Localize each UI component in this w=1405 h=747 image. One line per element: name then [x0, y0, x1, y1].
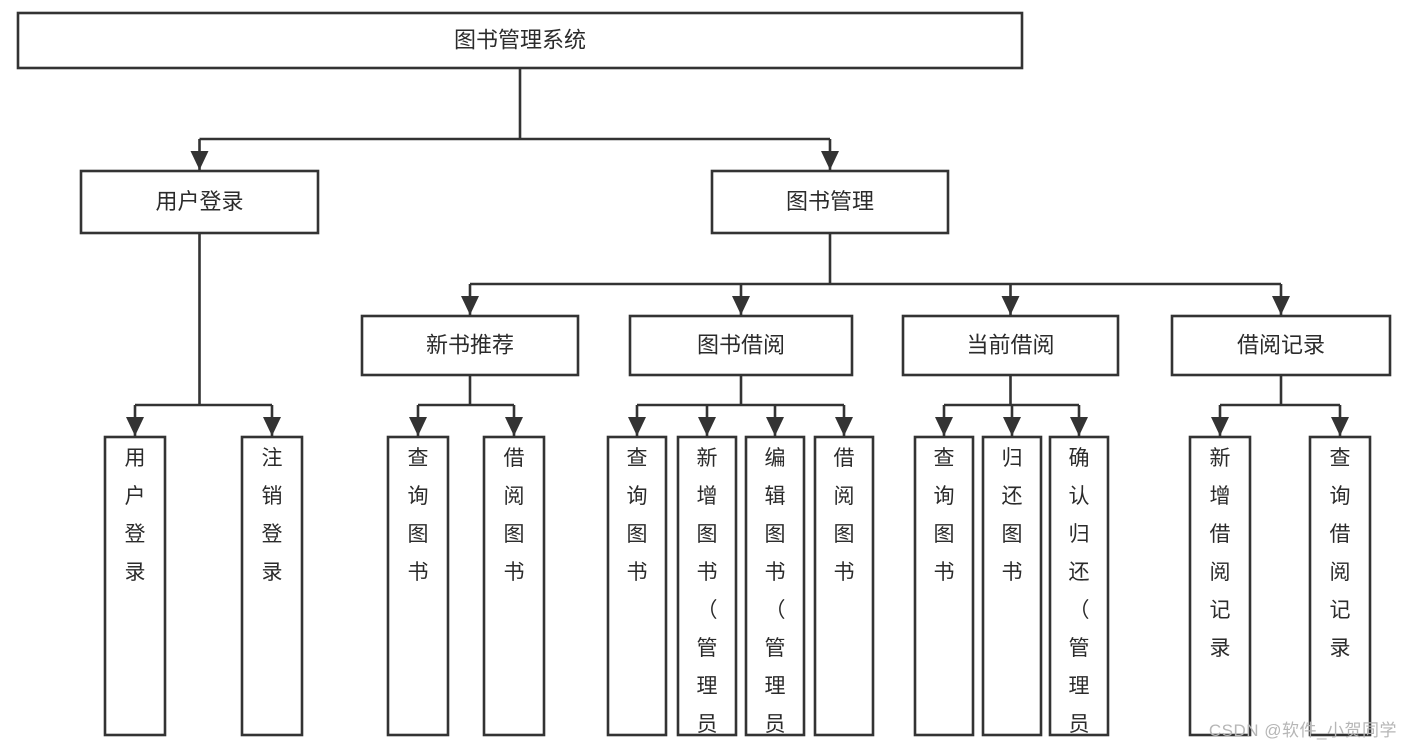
node-box-leaf-borrow-book-rec	[482, 435, 546, 737]
node-label-leaf-user-login: 用户登录	[125, 447, 146, 584]
node-leaf-query-book-cb[interactable]: 查询图书	[913, 435, 975, 737]
node-leaf-borrow-book-bw[interactable]: 借阅图书	[813, 435, 875, 737]
node-label-leaf-edit-book: 编辑图书（管理员）	[765, 447, 786, 747]
node-borrow-record[interactable]: 借阅记录	[1170, 314, 1392, 377]
node-box-new-book-rec	[360, 314, 580, 377]
nodes-layer: 图书管理系统用户登录图书管理新书推荐图书借阅当前借阅借阅记录用户登录注销登录查询…	[16, 11, 1392, 747]
edge-arrow	[1211, 417, 1229, 436]
node-leaf-query-book-rec[interactable]: 查询图书	[386, 435, 450, 737]
node-label-book-borrow: 图书借阅	[697, 332, 785, 357]
edge-group-new-book-rec	[409, 375, 523, 436]
node-box-current-borrow	[901, 314, 1120, 377]
node-leaf-user-login[interactable]: 用户登录	[103, 435, 167, 737]
node-box-leaf-edit-book	[744, 435, 806, 737]
node-root[interactable]: 图书管理系统	[16, 11, 1024, 70]
edge-group-book-manage	[461, 233, 1290, 315]
node-label-leaf-confirm-return: 确认归还（管理员）	[1069, 447, 1090, 747]
node-label-leaf-borrow-book-rec: 借阅图书	[504, 447, 525, 584]
edge-arrow	[1001, 296, 1020, 315]
edge-arrow	[263, 417, 281, 436]
edge-arrow	[628, 417, 646, 436]
node-label-leaf-query-book-rec: 查询图书	[408, 447, 429, 584]
node-book-borrow[interactable]: 图书借阅	[628, 314, 854, 377]
node-label-book-manage: 图书管理	[786, 189, 874, 214]
node-leaf-user-logout[interactable]: 注销登录	[240, 435, 304, 737]
node-box-user-login	[79, 169, 320, 235]
edges-layer	[126, 68, 1349, 436]
edge-group-root	[190, 68, 839, 170]
node-box-leaf-add-book	[676, 435, 738, 737]
node-label-root: 图书管理系统	[454, 27, 586, 52]
node-box-leaf-query-book-cb	[913, 435, 975, 737]
node-box-root	[16, 11, 1024, 70]
node-current-borrow[interactable]: 当前借阅	[901, 314, 1120, 377]
edge-arrow	[835, 417, 853, 436]
edge-arrow	[821, 151, 839, 170]
edge-arrow	[766, 417, 784, 436]
node-box-leaf-borrow-book-bw	[813, 435, 875, 737]
edge-arrow	[698, 417, 716, 436]
node-label-leaf-query-book-bw: 查询图书	[627, 447, 648, 584]
edge-group-book-borrow	[628, 375, 853, 436]
edge-arrow	[505, 417, 523, 436]
edge-arrow	[190, 151, 209, 170]
edge-arrow	[1070, 417, 1088, 436]
node-label-leaf-return-book: 归还图书	[1002, 447, 1023, 584]
edge-arrow	[1003, 417, 1021, 436]
node-leaf-query-book-bw[interactable]: 查询图书	[606, 435, 668, 737]
node-user-login[interactable]: 用户登录	[79, 169, 320, 235]
edge-arrow	[935, 417, 953, 436]
node-leaf-add-record[interactable]: 新增借阅记录	[1188, 435, 1252, 737]
node-box-leaf-user-logout	[240, 435, 304, 737]
node-box-book-manage	[710, 169, 950, 235]
node-label-leaf-query-record: 查询借阅记录	[1330, 447, 1351, 660]
edge-arrow	[732, 296, 750, 315]
node-box-leaf-user-login	[103, 435, 167, 737]
node-label-borrow-record: 借阅记录	[1237, 332, 1325, 357]
node-label-leaf-add-book: 新增图书（管理员）	[697, 447, 718, 747]
edge-arrow	[1272, 296, 1290, 315]
node-box-leaf-query-record	[1308, 435, 1372, 737]
node-label-leaf-query-book-cb: 查询图书	[934, 447, 955, 584]
node-leaf-return-book[interactable]: 归还图书	[981, 435, 1043, 737]
node-label-leaf-add-record: 新增借阅记录	[1210, 447, 1231, 660]
edge-group-borrow-record	[1211, 375, 1349, 436]
edge-arrow	[461, 296, 479, 315]
node-box-book-borrow	[628, 314, 854, 377]
node-box-leaf-add-record	[1188, 435, 1252, 737]
node-leaf-confirm-return[interactable]: 确认归还（管理员）	[1048, 435, 1110, 747]
edge-group-current-borrow	[935, 375, 1088, 436]
node-label-user-login: 用户登录	[155, 189, 243, 214]
edge-arrow	[409, 417, 427, 436]
node-box-borrow-record	[1170, 314, 1392, 377]
node-label-leaf-borrow-book-bw: 借阅图书	[834, 447, 855, 584]
node-leaf-edit-book[interactable]: 编辑图书（管理员）	[744, 435, 806, 747]
node-label-new-book-rec: 新书推荐	[426, 332, 514, 357]
node-new-book-rec[interactable]: 新书推荐	[360, 314, 580, 377]
edge-arrow	[1331, 417, 1349, 436]
node-leaf-borrow-book-rec[interactable]: 借阅图书	[482, 435, 546, 737]
node-box-leaf-return-book	[981, 435, 1043, 737]
node-box-leaf-query-book-rec	[386, 435, 450, 737]
node-leaf-query-record[interactable]: 查询借阅记录	[1308, 435, 1372, 737]
node-book-manage[interactable]: 图书管理	[710, 169, 950, 235]
edge-group-user-login	[126, 233, 281, 436]
edge-arrow	[126, 417, 144, 436]
node-box-leaf-query-book-bw	[606, 435, 668, 737]
node-label-leaf-user-logout: 注销登录	[262, 447, 283, 584]
node-leaf-add-book[interactable]: 新增图书（管理员）	[676, 435, 738, 747]
node-label-current-borrow: 当前借阅	[966, 332, 1054, 357]
node-box-leaf-confirm-return	[1048, 435, 1110, 737]
